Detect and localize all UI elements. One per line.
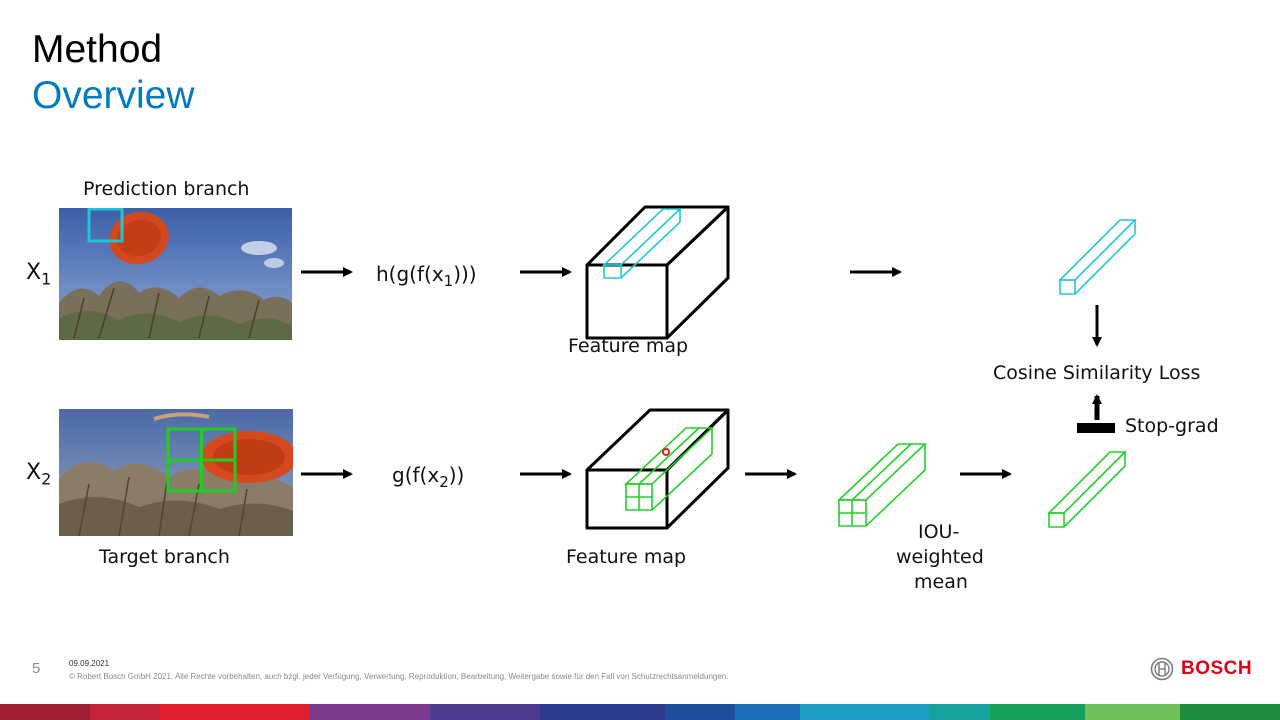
brand-color-stripe [0, 704, 1280, 720]
prediction-feature-vector [601, 208, 683, 279]
brand-name: BOSCH [1181, 658, 1253, 679]
target-function-expr: g(f(x2)) [392, 463, 465, 491]
bosch-logo: BOSCH [1150, 657, 1252, 681]
iou-weighted-mean-label: IOU- weighted mean [896, 521, 984, 593]
slide-title: Method [32, 28, 163, 71]
feature-map-top [585, 205, 730, 340]
target-branch-label: Target branch [99, 546, 230, 568]
cursor-dot [662, 448, 670, 456]
cosine-loss-label: Cosine Similarity Loss [993, 362, 1201, 384]
feature-map-top-label: Feature map [568, 335, 689, 357]
footer-copyright: © Robert Bosch GmbH 2021. Alle Rechte vo… [69, 672, 729, 681]
prediction-output-vector [1058, 219, 1137, 295]
prediction-input-image [59, 208, 292, 340]
bosch-logo-icon [1150, 657, 1174, 681]
target-feature-grid [623, 427, 715, 511]
input-x2-label: X2 [26, 460, 52, 489]
stop-grad-label: Stop-grad [1125, 415, 1219, 437]
target-input-image [59, 409, 293, 536]
prediction-function-expr: h(g(f(x1))) [376, 262, 477, 290]
feature-map-bottom-label: Feature map [566, 546, 687, 568]
slide-subtitle: Overview [32, 74, 195, 117]
prediction-branch-label: Prediction branch [83, 178, 250, 200]
arrow-up-icon [1077, 394, 1115, 433]
input-x1-label: X1 [26, 260, 52, 289]
footer-date: 09.09.2021 [69, 659, 110, 668]
target-output-vector [1047, 451, 1127, 528]
page-number: 5 [32, 660, 41, 677]
iou-weighted-feature [836, 443, 928, 527]
